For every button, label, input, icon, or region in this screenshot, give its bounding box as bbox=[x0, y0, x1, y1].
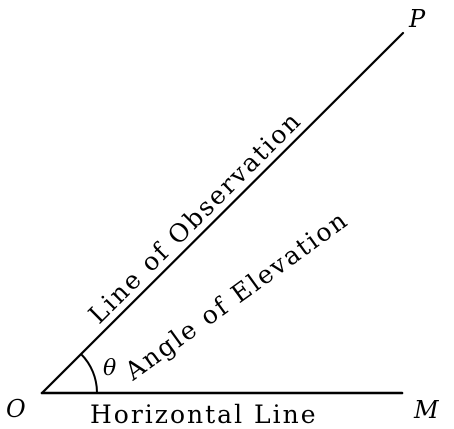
angle-of-elevation-label: Angle of Elevation bbox=[119, 205, 354, 387]
point-label-p: P bbox=[408, 5, 426, 33]
angle-symbol: θ bbox=[103, 356, 116, 381]
horizontal-line-label: Horizontal Line bbox=[90, 400, 318, 429]
point-label-m: M bbox=[413, 396, 440, 424]
point-label-o: O bbox=[6, 395, 26, 423]
angle-arc bbox=[80, 353, 99, 394]
line-of-observation-label: Line of Observation bbox=[83, 105, 307, 329]
line-of-observation bbox=[40, 31, 405, 395]
